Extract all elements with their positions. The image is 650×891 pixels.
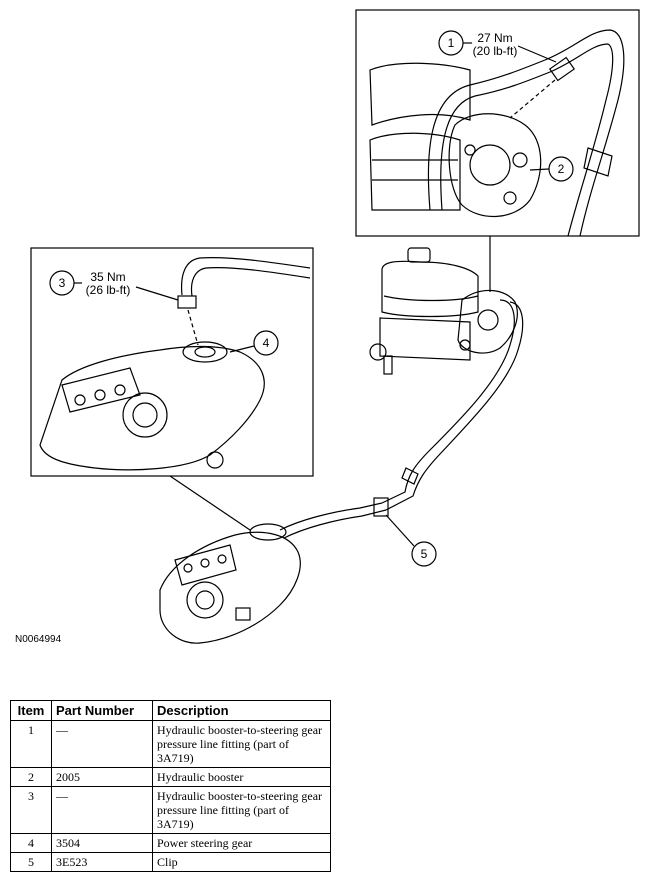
clip-5 (373, 497, 389, 517)
header-part-number: Part Number (51, 700, 153, 721)
leader-dashed-3 (187, 309, 199, 346)
cell-part-number: 3E523 (51, 852, 153, 872)
callout-1-number: 1 (448, 36, 455, 50)
cell-item: 3 (10, 786, 52, 834)
detail-box-booster (355, 9, 640, 237)
steering-gear-assembly (159, 523, 301, 644)
pressure-line (381, 299, 515, 504)
parts-table: Item Part Number Description 1 — Hydraul… (10, 700, 331, 872)
master-cylinder-assembly (369, 247, 518, 375)
cell-description: Power steering gear (152, 833, 331, 853)
exploded-view-illustration: 1 27 Nm (20 lb-ft) 2 3 35 Nm (26 lb-ft) … (30, 9, 640, 644)
figure-id: N0064994 (15, 634, 62, 645)
callout-3-torque-lbft: (26 lb-ft) (86, 283, 131, 297)
table-row: 4 3504 Power steering gear (10, 833, 331, 853)
callout-5-circle (411, 541, 437, 567)
callout-4-number: 4 (263, 336, 270, 350)
callout-5-number: 5 (421, 547, 428, 561)
table-row: 1 — Hydraulic booster-to-steering gear p… (10, 720, 331, 768)
cell-item: 1 (10, 720, 52, 768)
booster-body (448, 113, 542, 217)
cell-part-number: 3504 (51, 833, 153, 853)
table-row: 5 3E523 Clip (10, 852, 331, 872)
table-header-row: Item Part Number Description (10, 700, 331, 721)
cell-item: 2 (10, 767, 52, 787)
callout-1-torque-lbft: (20 lb-ft) (473, 44, 518, 58)
leader-dashed-1 (509, 79, 556, 119)
cell-description: Clip (152, 852, 331, 872)
cell-part-number: — (51, 786, 153, 834)
cell-description: Hydraulic booster-to-steering gear press… (152, 786, 331, 834)
pressure-hose (427, 29, 625, 237)
cell-part-number: 2005 (51, 767, 153, 787)
steering-gear-detail (39, 345, 265, 471)
table-row: 3 — Hydraulic booster-to-steering gear p… (10, 786, 331, 834)
cell-description: Hydraulic booster-to-steering gear press… (152, 720, 331, 768)
table-row: 2 2005 Hydraulic booster (10, 767, 331, 787)
cell-item: 5 (10, 852, 52, 872)
callout-3-torque-nm: 35 Nm (90, 270, 125, 284)
cell-item: 4 (10, 833, 52, 853)
detail-box-steering-gear (30, 247, 314, 477)
cell-description: Hydraulic booster (152, 767, 331, 787)
cell-part-number: — (51, 720, 153, 768)
header-description: Description (152, 700, 331, 721)
callout-4-circle (253, 330, 279, 356)
callout-1-torque-nm: 27 Nm (477, 31, 512, 45)
header-item: Item (10, 700, 52, 721)
callout-3-number: 3 (59, 276, 66, 290)
callout-2-number: 2 (558, 162, 565, 176)
